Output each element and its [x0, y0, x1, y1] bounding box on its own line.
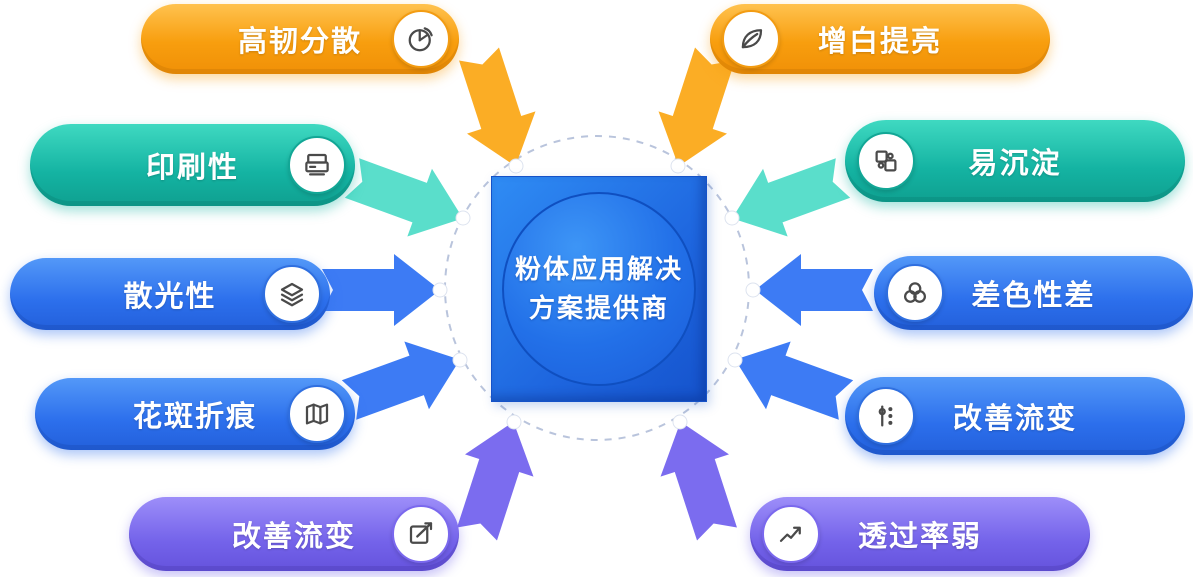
- right-pill-yichendian: 易沉淀: [845, 120, 1185, 202]
- pill-label: 改善流变: [952, 403, 1077, 435]
- pill-label: 印刷性: [145, 152, 239, 184]
- arrow-mid-left: [322, 254, 440, 326]
- left-pill-gaishan-liubian: 改善流变: [129, 497, 459, 571]
- right-pill-touguolv-ruo: 透过率弱: [750, 497, 1090, 571]
- center-circle: 粉体应用解决 方案提供商: [502, 192, 696, 386]
- left-pill-huaban-zhehen: 花斑折痕: [35, 378, 355, 450]
- tune-icon: [857, 387, 915, 445]
- arrow-upper-right: [732, 158, 851, 237]
- center-node: 粉体应用解决 方案提供商: [491, 176, 707, 402]
- pill-label: 易沉淀: [968, 148, 1062, 180]
- pill-label: 增白提亮: [817, 26, 942, 58]
- layers-icon: [263, 265, 321, 323]
- pill-label: 散光性: [123, 281, 217, 313]
- arrow-lower-left: [341, 341, 460, 420]
- right-pill-zengbai-tiliang: 增白提亮: [710, 4, 1050, 74]
- printer-icon: [288, 136, 346, 194]
- arrow-lower-right: [735, 341, 854, 420]
- arrow-bottom-right: [660, 421, 737, 541]
- pie-chart-icon: [392, 10, 450, 68]
- arrow-upper-left: [344, 158, 463, 237]
- pill-label: 高韧分散: [237, 26, 362, 58]
- pill-label: 差色性差: [971, 280, 1096, 312]
- left-pill-gaoren-fensan: 高韧分散: [141, 4, 459, 74]
- center-title-line2: 方案提供商: [528, 293, 669, 323]
- leaf-icon: [722, 10, 780, 68]
- left-pill-sanguangxing: 散光性: [10, 258, 330, 330]
- pill-label: 花斑折痕: [132, 401, 257, 433]
- center-title-line1: 粉体应用解决: [514, 254, 683, 284]
- right-pill-chasexing-cha: 差色性差: [874, 256, 1193, 330]
- arrow-top-left: [459, 47, 536, 167]
- pill-label: 改善流变: [231, 521, 356, 553]
- pill-label: 透过率弱: [857, 521, 982, 553]
- right-pill-gaishan-liubian: 改善流变: [845, 377, 1185, 455]
- arrow-mid-right: [755, 254, 873, 326]
- map-icon: [288, 385, 346, 443]
- trend-icon: [762, 505, 820, 563]
- circles-icon: [886, 264, 944, 322]
- puzzle-icon: [857, 132, 915, 190]
- left-pill-yinshuaxing: 印刷性: [30, 124, 355, 206]
- pen-arrow-icon: [392, 505, 450, 563]
